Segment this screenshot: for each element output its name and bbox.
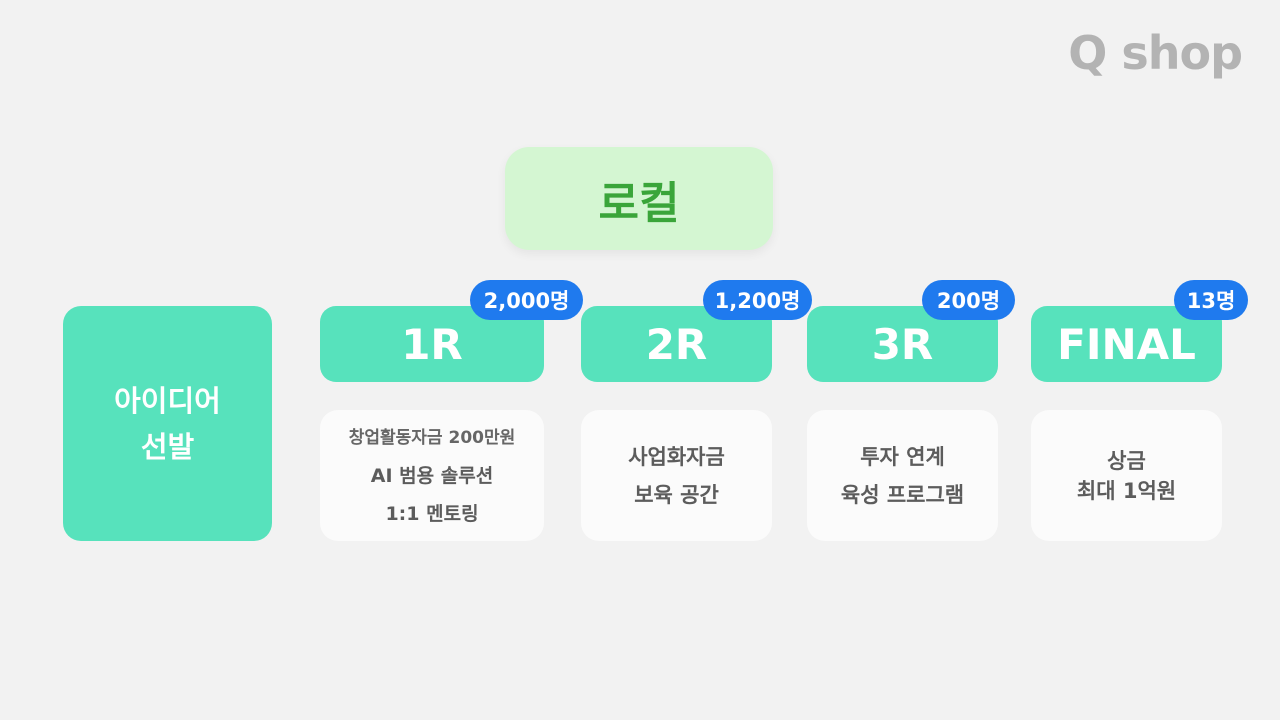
idea-selection-box: 아이디어 선발 [63, 306, 272, 541]
round-2r-header: 2R [581, 306, 772, 382]
round-3r-header: 3R [807, 306, 998, 382]
brand-logo: Q shop [1068, 26, 1243, 80]
round-final-benefit-2: 최대 1억원 [1076, 478, 1177, 503]
local-stage-box: 로컬 [505, 147, 773, 250]
round-final-benefit-1: 상금 [1107, 448, 1146, 473]
idea-selection-line1: 아이디어 [114, 383, 221, 418]
round-2r-benefit-1: 사업화자금 [628, 444, 725, 469]
idea-selection-line2: 선발 [140, 429, 195, 464]
round-2r-title: 2R [645, 319, 708, 369]
round-2r-benefit-2: 보육 공간 [634, 482, 719, 507]
round-final-benefits-card: 상금 최대 1억원 [1031, 410, 1222, 541]
round-2r-benefits-card: 사업화자금 보육 공간 [581, 410, 772, 541]
round-3r-benefits-card: 투자 연계 육성 프로그램 [807, 410, 998, 541]
round-1r-count-badge: 2,000명 [470, 280, 583, 320]
round-3r-title: 3R [871, 319, 934, 369]
round-3r-benefit-2: 육성 프로그램 [840, 482, 965, 507]
round-1r-benefits-card: 창업활동자금 200만원 AI 범용 솔루션 1:1 멘토링 [320, 410, 544, 541]
round-3r-count-badge: 200명 [922, 280, 1015, 320]
round-1r-benefit-3: 1:1 멘토링 [385, 502, 479, 525]
round-1r-title: 1R [401, 319, 463, 369]
round-3r-benefit-1: 투자 연계 [860, 444, 945, 469]
round-1r-benefit-2: AI 범용 솔루션 [370, 464, 494, 487]
round-1r-benefit-1: 창업활동자금 200만원 [348, 427, 516, 448]
round-final-title: FINAL [1057, 319, 1196, 369]
round-2r-count-badge: 1,200명 [703, 280, 812, 320]
round-final-count-badge: 13명 [1174, 280, 1248, 320]
local-stage-label: 로컬 [598, 177, 680, 229]
